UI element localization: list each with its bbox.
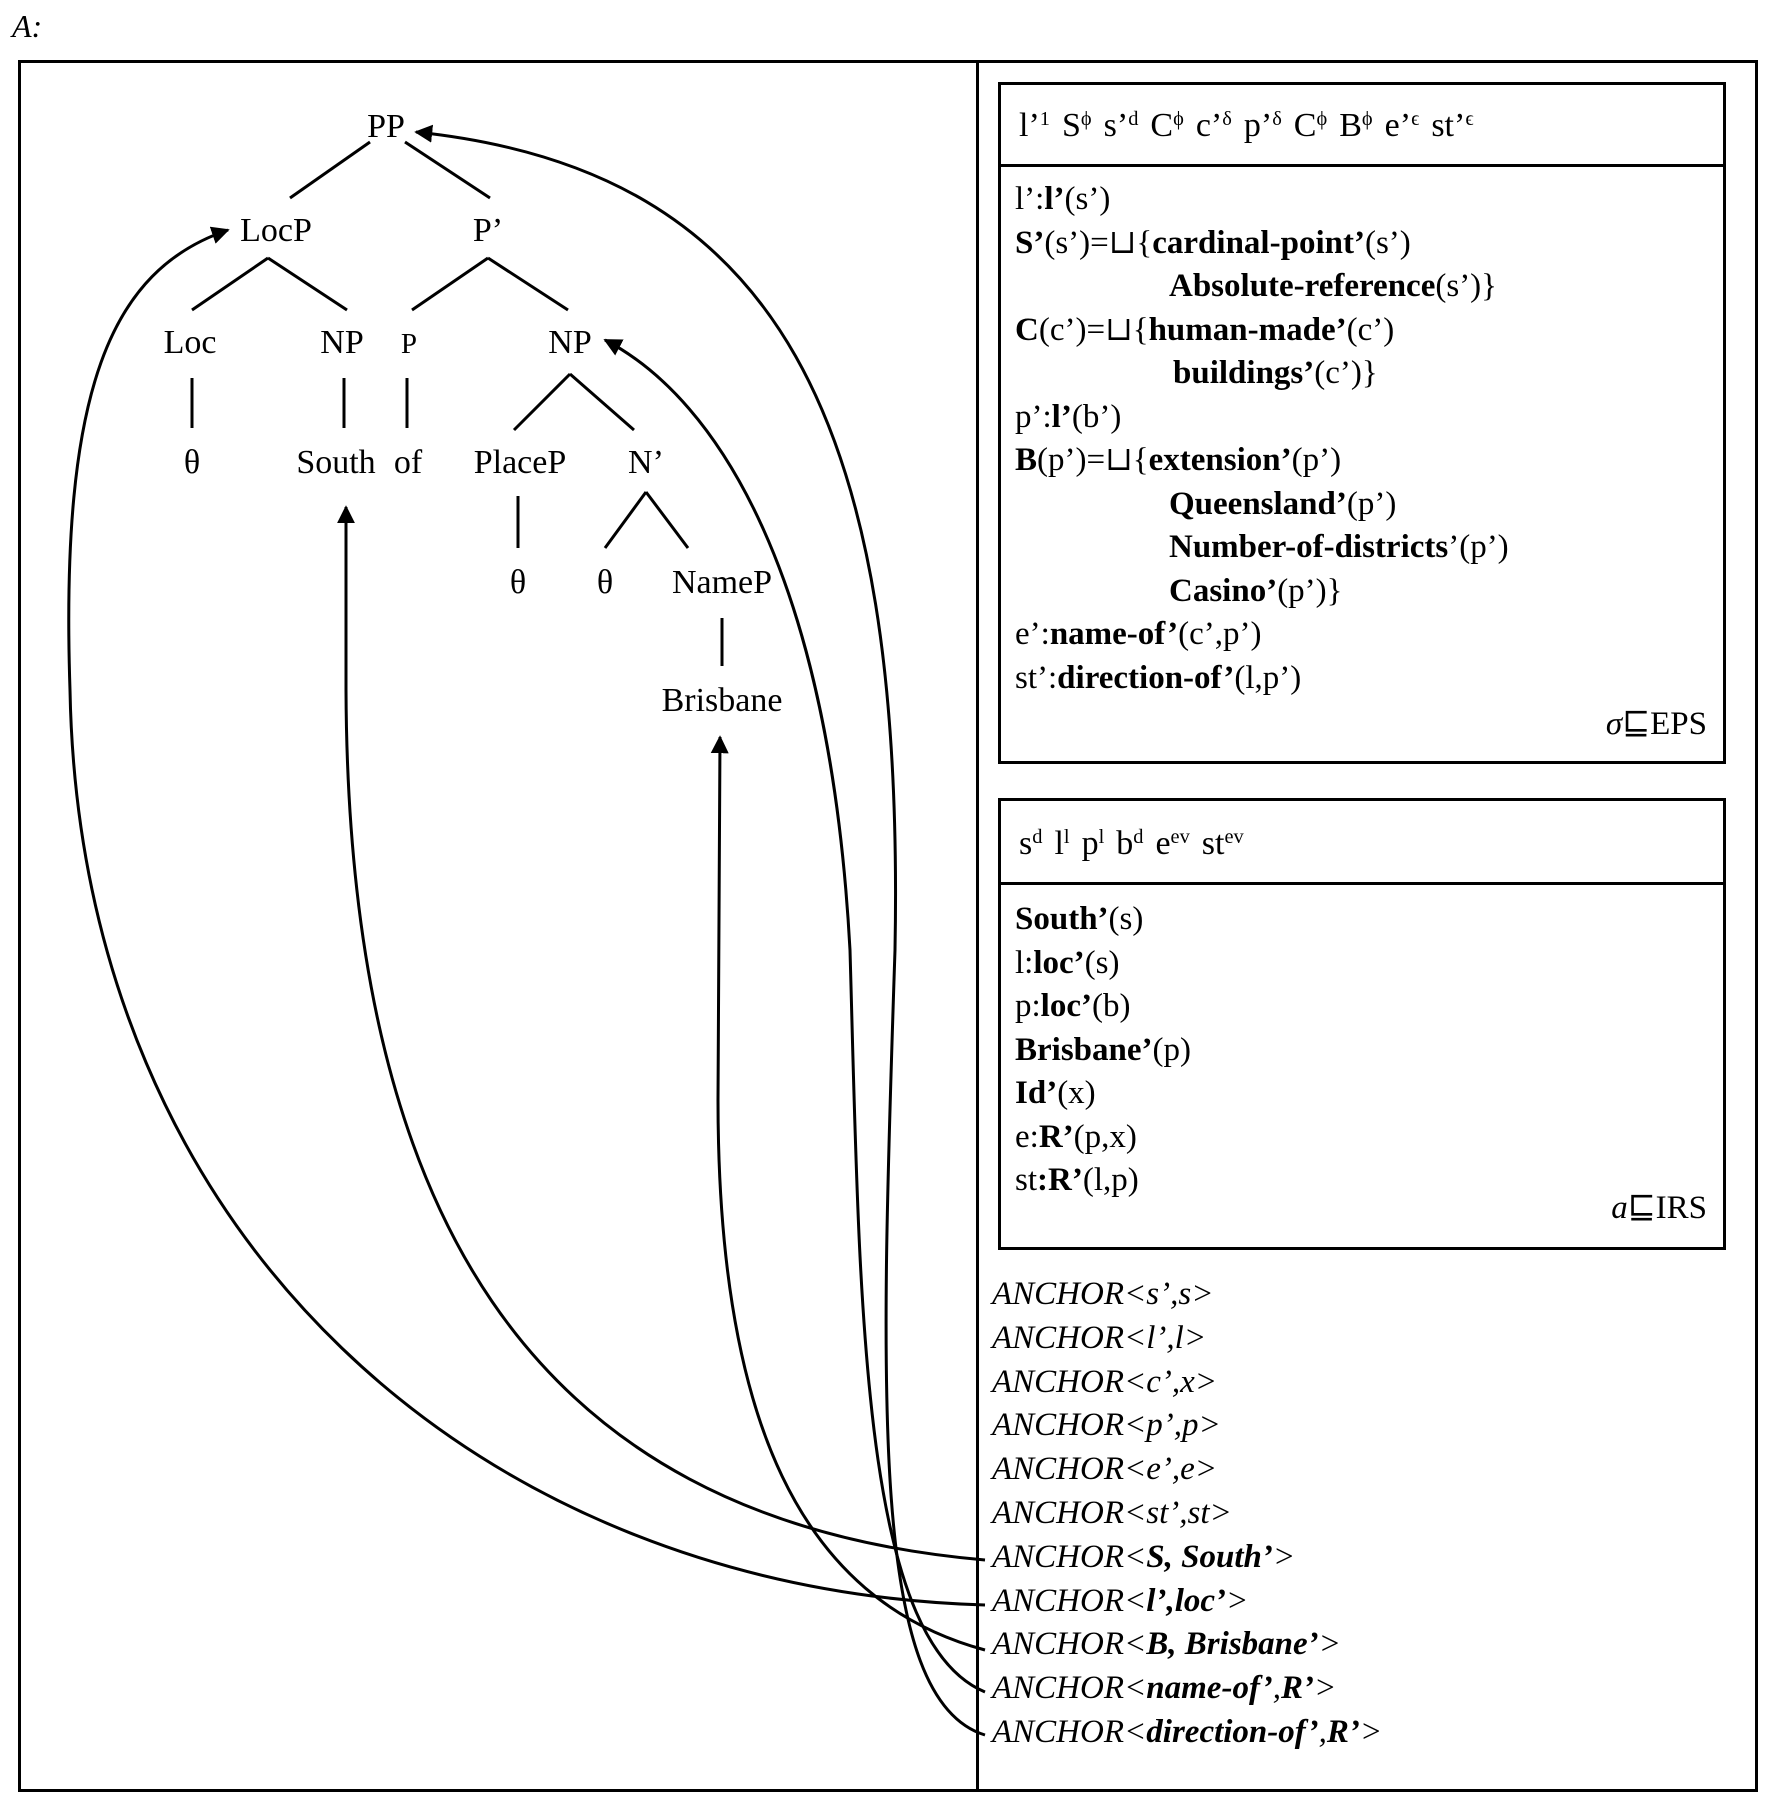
anchor-item: ANCHOR<c’,x>	[992, 1363, 1218, 1400]
anchor-item: ANCHOR<e’,e>	[992, 1451, 1218, 1488]
eps-condition: B(p’)=⊔{extension’(p’)	[1015, 442, 1342, 478]
panel-divider	[976, 60, 979, 1792]
eps-referent: Bϕ	[1339, 107, 1373, 144]
node-nbar-theta: θ	[596, 564, 614, 601]
figure-label: A:	[12, 8, 43, 44]
edge-nbar-theta	[603, 491, 648, 549]
node-pbar: P’	[472, 212, 504, 249]
irs-subscript: a⊑IRS	[1611, 1190, 1707, 1226]
anchor-item: ANCHOR<l’,l>	[992, 1319, 1207, 1356]
node-locp: LocP	[240, 212, 312, 249]
eps-condition: l’:l’(s’)	[1015, 181, 1111, 217]
irs-condition: Id’(x)	[1015, 1075, 1096, 1111]
eps-referent: Cϕ	[1293, 107, 1328, 144]
edge-pp-locp	[289, 140, 371, 200]
node-of: of	[393, 444, 423, 481]
irs-condition: l:loc’(s)	[1015, 944, 1120, 981]
anchor-item: ANCHOR<l’,loc’>	[992, 1582, 1249, 1619]
anchor-item: ANCHOR<B, Brisbane’>	[992, 1626, 1341, 1663]
eps-condition: p’:l’(b’)	[1015, 398, 1122, 435]
anchor-item: ANCHOR<S, South’>	[992, 1538, 1296, 1575]
node-pp: PP	[367, 108, 405, 145]
eps-referent: Sϕ	[1061, 107, 1092, 144]
node-placep: PlaceP	[473, 444, 567, 481]
edge-np-placep	[512, 372, 572, 432]
irs-referent: sd	[1019, 825, 1043, 862]
eps-condition: e’:name-of’(c’,p’)	[1015, 616, 1262, 652]
eps-referent: st’ϵ	[1431, 107, 1474, 144]
anchor-item: ANCHOR<p’,p>	[992, 1407, 1221, 1444]
eps-referent: Cϕ	[1150, 107, 1184, 144]
eps-condition: S’(s’)=⊔{cardinal-point’(s’)	[1015, 224, 1411, 261]
arrow-loc-to-locp	[67, 226, 986, 1607]
node-np-left: NP	[320, 324, 364, 361]
edge-nbar-namep	[644, 491, 690, 549]
eps-condition: C(c’)=⊔{human-made’(c’)	[1015, 311, 1395, 348]
edge-np-nbar	[569, 372, 635, 432]
node-np-right: NP	[548, 324, 592, 361]
eps-referents: l’1 Sϕ s’d Cϕ c’δ p’δ Cϕ Bϕ e’ϵ st’ϵ	[1019, 107, 1486, 145]
diagram-frame	[18, 60, 1758, 1792]
anchor-item: ANCHOR<direction-of’,R’>	[992, 1714, 1383, 1750]
node-south: South	[296, 444, 376, 481]
edge-pp-pbar	[404, 140, 491, 200]
anchor-item: ANCHOR<s’,s>	[992, 1276, 1214, 1312]
eps-referent: p’δ	[1243, 107, 1282, 144]
eps-referent: e’ϵ	[1384, 107, 1420, 144]
node-brisbane: Brisbane	[661, 682, 783, 719]
irs-condition: South’(s)	[1015, 901, 1144, 937]
node-p: P	[400, 328, 418, 360]
edge-pbar-np	[487, 256, 569, 312]
eps-condition: st’:direction-of’(l,p’)	[1015, 659, 1302, 696]
edge-locp-np	[267, 256, 348, 312]
anchor-item: ANCHOR<st’,st>	[992, 1495, 1232, 1531]
arrow-brisbane-to-brisbane	[710, 735, 986, 1652]
eps-condition: buildings’(c’)}	[1173, 355, 1378, 391]
node-loc: Loc	[163, 324, 217, 361]
irs-condition: st:R’(l,p)	[1015, 1162, 1139, 1198]
irs-condition: p:loc’(b)	[1015, 988, 1131, 1024]
eps-condition: Absolute-reference(s’)}	[1169, 268, 1498, 304]
eps-referent: c’δ	[1195, 107, 1232, 144]
irs-condition: e:R’(p,x)	[1015, 1118, 1137, 1155]
node-namep: NameP	[671, 564, 773, 601]
irs-referent: eev	[1155, 825, 1190, 862]
eps-referent: l’1	[1019, 107, 1050, 144]
irs-condition: Brisbane’(p)	[1015, 1031, 1191, 1068]
arrow-name-of-to-np	[603, 338, 986, 1694]
eps-condition: Queensland’(p’)	[1169, 485, 1397, 522]
eps-subscript: σ⊑EPS	[1605, 706, 1707, 742]
irs-referent: pl	[1081, 825, 1105, 862]
arrow-direction-of-to-pp	[414, 124, 986, 1737]
arrow-south-to-south	[337, 505, 986, 1562]
edge-pbar-p	[411, 256, 489, 312]
eps-condition: Number-of-districts’(p’)	[1169, 529, 1509, 565]
eps-universe: l’1 Sϕ s’d Cϕ c’δ p’δ Cϕ Bϕ e’ϵ st’ϵ	[1001, 85, 1723, 167]
anchor-item: ANCHOR<name-of’,R’>	[992, 1670, 1337, 1707]
node-placep-theta: θ	[509, 564, 527, 601]
edge-locp-loc	[191, 256, 269, 312]
irs-referent: bd	[1116, 825, 1144, 862]
eps-drs-box: l’1 Sϕ s’d Cϕ c’δ p’δ Cϕ Bϕ e’ϵ st’ϵ l’:l’(s’) S’(…	[998, 82, 1726, 764]
irs-referent: ll	[1054, 825, 1070, 862]
node-nbar: N’	[628, 444, 664, 481]
eps-referent: s’d	[1103, 107, 1139, 144]
irs-referent: stev	[1201, 825, 1244, 862]
node-loc-theta: θ	[183, 444, 201, 481]
eps-condition: Casino’(p’)}	[1169, 572, 1343, 609]
